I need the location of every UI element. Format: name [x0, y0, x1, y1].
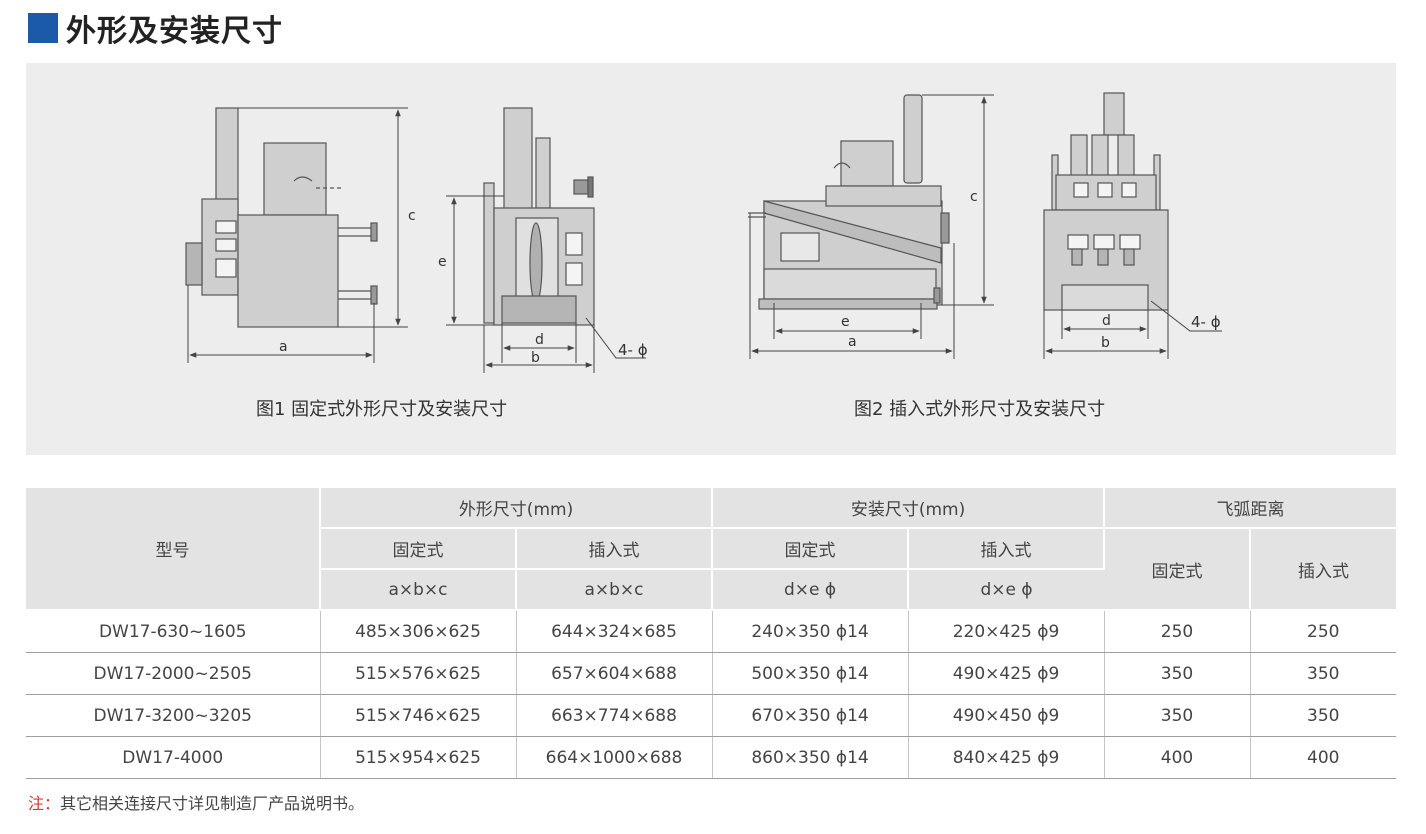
- cell-arc-fixed: 400: [1104, 736, 1251, 779]
- fig1-dim-e: [446, 195, 504, 326]
- header-outline-fixed: 固定式: [320, 528, 517, 570]
- fig2-leader-phi: [1150, 300, 1222, 332]
- fig2-label-b: b: [1101, 335, 1110, 351]
- fig1-label-phi: 4- ϕ: [618, 341, 648, 359]
- section-title: 外形及安装尺寸: [66, 14, 283, 49]
- cell-arc-fixed: 250: [1104, 610, 1251, 653]
- cell-arc-fixed: 350: [1104, 652, 1251, 695]
- table-row: DW17-630~1605 485×306×625 644×324×685 24…: [26, 610, 1397, 653]
- cell-install-fixed: 500×350 ϕ14: [712, 652, 909, 695]
- cell-arc-plugin: 350: [1250, 652, 1397, 695]
- cell-outline-plugin: 664×1000×688: [516, 736, 713, 779]
- fig2-label-phi: 4- ϕ: [1191, 313, 1221, 331]
- footnote-label: 注：: [28, 794, 61, 813]
- header-outline-plugin: 插入式: [516, 528, 714, 570]
- header-outline-plugin-formula: a×b×c: [516, 569, 714, 611]
- cell-outline-fixed: 515×746×625: [320, 694, 517, 737]
- table-row: DW17-2000~2505 515×576×625 657×604×688 5…: [26, 652, 1397, 695]
- cell-install-fixed: 860×350 ϕ14: [712, 736, 909, 779]
- header-outline-fixed-formula: a×b×c: [320, 569, 517, 611]
- fig2-dim-b: [1043, 310, 1169, 359]
- fig1-caption: 图1 固定式外形尺寸及安装尺寸: [256, 399, 507, 420]
- fig2-front-view: [1043, 92, 1169, 311]
- dimension-drawings: c a e: [185, 92, 1222, 420]
- cell-model: DW17-4000: [26, 736, 321, 779]
- cell-install-plugin: 220×425 ϕ9: [908, 610, 1105, 653]
- header-install-plugin-formula: d×e ϕ: [908, 569, 1105, 611]
- fig1-label-b: b: [531, 350, 540, 366]
- cell-install-fixed: 240×350 ϕ14: [712, 610, 909, 653]
- fig1-leader-phi: [585, 317, 646, 359]
- fig1-dim-a: [187, 285, 375, 363]
- cell-outline-fixed: 485×306×625: [320, 610, 517, 653]
- cell-arc-plugin: 350: [1250, 694, 1397, 737]
- fig1-label-c: c: [408, 208, 416, 224]
- cell-model: DW17-3200~3205: [26, 694, 321, 737]
- fig1-label-a: a: [279, 339, 288, 355]
- header-install-fixed: 固定式: [712, 528, 910, 570]
- fig1-label-d: d: [535, 332, 544, 348]
- footnote: 注：其它相关连接尺寸详见制造厂产品说明书。: [28, 790, 364, 814]
- fig2-label-c: c: [970, 189, 978, 205]
- header-model: 型号: [26, 488, 321, 611]
- header-install: 安装尺寸(mm): [712, 488, 1106, 529]
- fig1-front-view: [483, 107, 595, 326]
- header-arc: 飞弧距离: [1104, 488, 1397, 529]
- cell-install-fixed: 670×350 ϕ14: [712, 694, 909, 737]
- heading-square-icon: [28, 13, 58, 43]
- cell-model: DW17-630~1605: [26, 610, 321, 653]
- fig2-dim-d: [1061, 310, 1149, 339]
- cell-outline-fixed: 515×954×625: [320, 736, 517, 779]
- cell-outline-fixed: 515×576×625: [320, 652, 517, 695]
- figure-panel: c a e: [26, 63, 1396, 455]
- cell-outline-plugin: 657×604×688: [516, 652, 713, 695]
- fig1-label-e: e: [438, 254, 447, 270]
- cell-arc-plugin: 250: [1250, 610, 1397, 653]
- header-install-plugin: 插入式: [908, 528, 1106, 570]
- header-arc-fixed: 固定式: [1104, 528, 1252, 611]
- fig2-dim-c: [922, 94, 994, 306]
- cell-arc-fixed: 350: [1104, 694, 1251, 737]
- cell-outline-plugin: 644×324×685: [516, 610, 713, 653]
- fig1-side-view: [185, 107, 378, 328]
- table-row: DW17-3200~3205 515×746×625 663×774×688 6…: [26, 694, 1397, 737]
- header-install-fixed-formula: d×e ϕ: [712, 569, 910, 611]
- fig2-label-a: a: [848, 334, 857, 350]
- cell-install-plugin: 490×450 ϕ9: [908, 694, 1105, 737]
- fig2-caption: 图2 插入式外形尺寸及安装尺寸: [854, 399, 1105, 420]
- fig1-dim-c: [238, 107, 408, 328]
- table-row: DW17-4000 515×954×625 664×1000×688 860×3…: [26, 736, 1397, 779]
- cell-model: DW17-2000~2505: [26, 652, 321, 695]
- cell-install-plugin: 840×425 ϕ9: [908, 736, 1105, 779]
- cell-arc-plugin: 400: [1250, 736, 1397, 779]
- footnote-text: 其它相关连接尺寸详见制造厂产品说明书。: [60, 794, 365, 813]
- cell-outline-plugin: 663×774×688: [516, 694, 713, 737]
- spec-table: 型号 外形尺寸(mm) 安装尺寸(mm) 飞弧距离 固定式 插入式 固定式 插入…: [26, 488, 1397, 779]
- fig2-label-d: d: [1102, 313, 1111, 329]
- cell-install-plugin: 490×425 ϕ9: [908, 652, 1105, 695]
- section-heading: 外形及安装尺寸: [28, 10, 283, 49]
- fig2-label-e: e: [841, 314, 850, 330]
- fig2-side-view: [748, 94, 950, 310]
- fig1-dim-d: [501, 323, 577, 363]
- fig1-dim-b: [483, 325, 595, 373]
- header-outline: 外形尺寸(mm): [320, 488, 714, 529]
- fig2-dim-a: [749, 213, 955, 359]
- header-arc-plugin: 插入式: [1250, 528, 1397, 611]
- fig2-dim-e: [773, 303, 922, 339]
